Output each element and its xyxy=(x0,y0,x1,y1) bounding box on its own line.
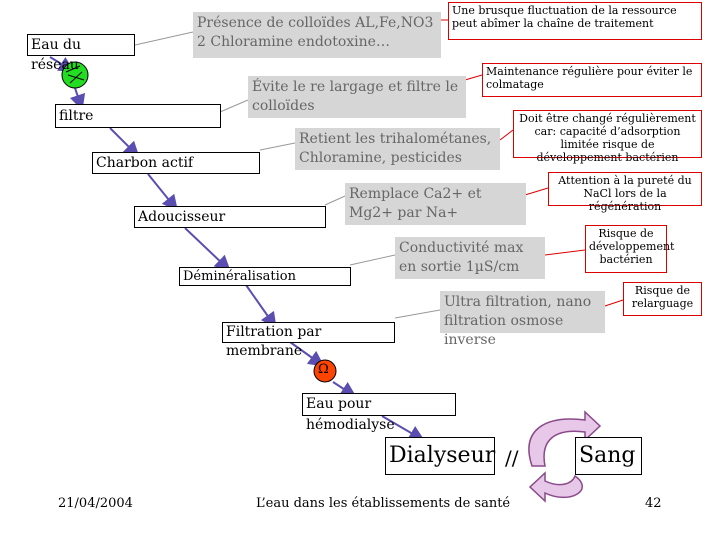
step-eau-reseau: Eau du réseau xyxy=(27,34,135,73)
flow-arrow-4 xyxy=(147,173,179,212)
warning-line-5 xyxy=(544,249,586,256)
footer-page-number: 42 xyxy=(645,496,662,511)
warning-line-3 xyxy=(499,129,514,141)
warning-changement: Doit être changé régulièrement car: capa… xyxy=(513,110,702,164)
step-eau-hemodialyse: Eau pour hémodialyse xyxy=(302,393,456,433)
step-charbon-actif: Charbon actif xyxy=(92,152,260,174)
flow-arrow-5 xyxy=(184,227,231,272)
step-filtre: filtre xyxy=(55,104,221,128)
warning-purete-nacl: Attention à la pureté du NaCl lors de la… xyxy=(548,172,702,213)
warning-line-4 xyxy=(524,187,549,196)
flow-arrow-9 xyxy=(381,415,425,442)
step-filtration-membrane: Filtration par membrane xyxy=(222,322,395,359)
step-dialyseur: Dialyseur xyxy=(385,437,495,475)
flow-arrow-3 xyxy=(109,127,140,158)
omega-icon xyxy=(313,359,337,383)
flow-arrow-7 xyxy=(289,341,325,367)
note-conductivite: Conductivité max en sortie 1µS/cm xyxy=(395,237,545,279)
footer-date: 21/04/2004 xyxy=(58,496,133,511)
omega-label: Ω xyxy=(318,362,329,377)
callout-line-1 xyxy=(134,31,194,46)
warning-line-6 xyxy=(604,299,624,307)
warning-fluctuation: Une brusque fluctuation de la ressource … xyxy=(448,2,702,40)
warning-relarguage: Risque de relarguage xyxy=(623,282,702,316)
note-colloides: Présence de colloïdes AL,Fe,NO3 2 Chlora… xyxy=(193,12,441,58)
note-trihalomethanes: Retient les trihalométanes, Chloramine, … xyxy=(295,128,500,170)
flow-arrow-8 xyxy=(332,381,357,398)
warning-developpement: Risque de développement bactérien xyxy=(585,225,674,273)
note-ultrafiltration: Ultra filtration, nano filtration osmose… xyxy=(440,291,605,348)
warning-maintenance: Maintenance régulière pour éviter le col… xyxy=(482,63,702,97)
note-remplace: Remplace Ca2+ et Mg2+ par Na+ xyxy=(345,183,526,225)
callout-line-4 xyxy=(324,195,346,206)
step-demineralisation: Déminéralisation xyxy=(179,267,351,286)
step-sang: Sang xyxy=(575,437,642,475)
separator-text: // xyxy=(505,446,519,470)
callout-line-6 xyxy=(394,309,441,319)
callout-line-3 xyxy=(259,142,296,151)
flow-arrow-2 xyxy=(69,87,86,111)
note-relargage: Évite le re largage et filtre le colloïd… xyxy=(248,76,466,118)
pump-icon xyxy=(61,61,89,89)
flow-arrow-6 xyxy=(245,284,277,329)
callout-line-2 xyxy=(219,99,249,113)
loop-arrow-icon xyxy=(528,410,602,467)
warning-line-2 xyxy=(464,74,483,81)
step-adoucisseur: Adoucisseur xyxy=(134,206,326,228)
callout-line-5 xyxy=(349,254,396,266)
footer-title: L’eau dans les établissements de santé xyxy=(256,496,511,511)
